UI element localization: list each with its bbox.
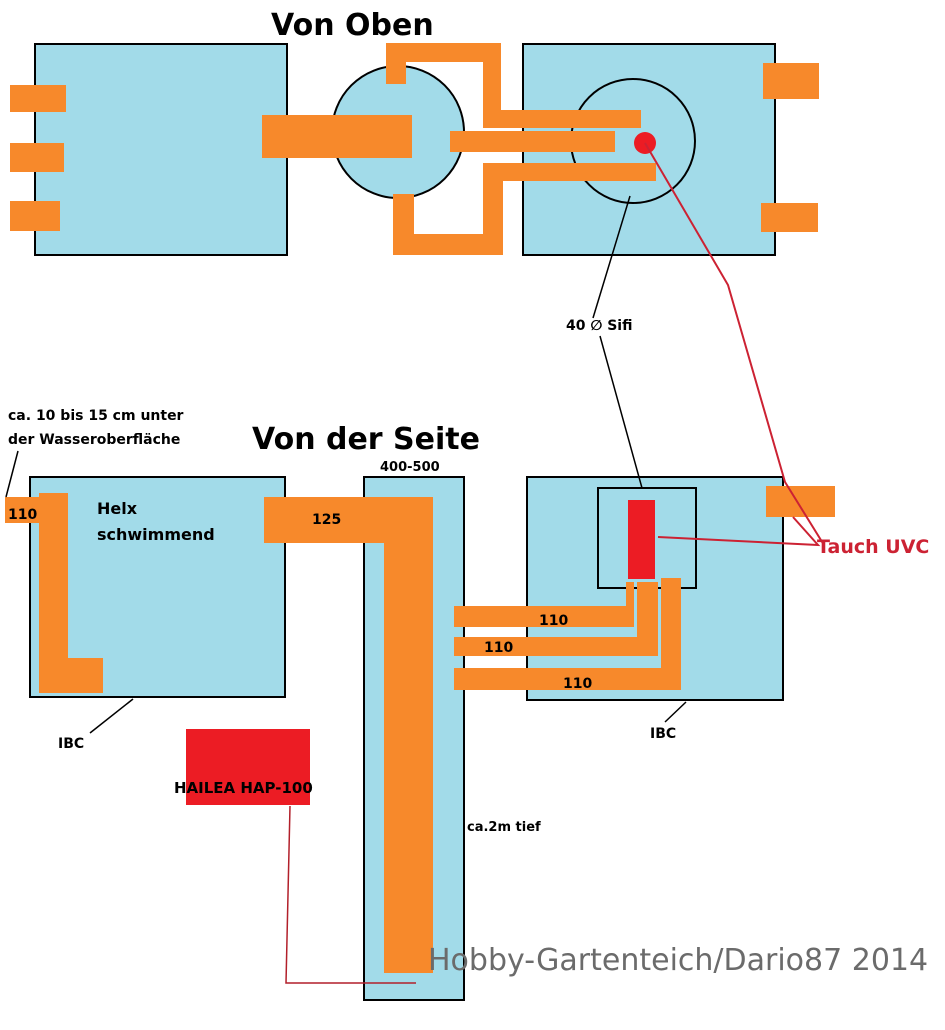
top-left-tank (34, 43, 288, 256)
top-outlet-pipe-2 (761, 203, 818, 232)
top-inlet-pipe-2 (10, 143, 64, 172)
depth-label: ca.2m tief (467, 820, 541, 835)
helix-label-line1: Helx (97, 499, 138, 518)
top-lower-u-pipe (393, 163, 656, 255)
top-middle-pipe (450, 131, 615, 152)
top-inlet-pipe-1 (10, 85, 66, 112)
uvc-pointer (657, 516, 821, 547)
title-top-view: Von Oben (271, 8, 434, 43)
depth-note-line1: ca. 10 bis 15 cm unter (8, 408, 184, 424)
pipe-110-c-label: 110 (563, 676, 592, 692)
uvc-cable (644, 142, 825, 546)
uvc-label: Tauch UVC (817, 536, 929, 558)
helix-l-pipe (39, 493, 103, 693)
inlet-size-label: 110 (8, 507, 37, 523)
shaft-size-label: 400-500 (380, 460, 440, 475)
ibc-left-leader (89, 698, 134, 734)
sifi-leader-line-upper (592, 195, 631, 319)
left-inlet-pipe-110 (5, 497, 42, 523)
pipe-110-b-label: 110 (484, 640, 513, 656)
sifi-label: 40 ∅ Sifi (566, 318, 632, 334)
depth-note-line2: der Wasseroberfläche (8, 432, 180, 448)
top-view (10, 43, 819, 319)
return-pipe-110-c (454, 578, 681, 690)
air-pump (186, 729, 310, 805)
pipe-125-label: 125 (312, 512, 341, 528)
side-view (5, 142, 835, 1001)
return-pipe-110-a (454, 582, 634, 627)
top-connector-pipe-125 (262, 115, 412, 158)
title-side-view: Von der Seite (252, 422, 480, 457)
helix-label-line2: schwimmend (97, 525, 215, 544)
pipe-110-a-label: 110 (539, 613, 568, 629)
watermark: Hobby-Gartenteich/Dario87 2014 (428, 943, 928, 978)
ibc-right-label: IBC (650, 726, 676, 742)
return-pipe-110-b (454, 582, 658, 656)
sifi-leader-line-lower (599, 335, 643, 489)
depth-note-leader (5, 450, 19, 498)
ibc-left-label: IBC (58, 736, 84, 752)
top-upper-u-pipe (386, 43, 641, 128)
air-hose (285, 805, 416, 984)
top-outlet-pipe-1 (763, 63, 819, 99)
ibc-right-leader (664, 701, 687, 723)
uvc-device (628, 500, 655, 579)
pump-label: HAILEA HAP-100 (174, 779, 313, 797)
top-inlet-pipe-3 (10, 201, 60, 231)
right-outlet-pipe (766, 486, 835, 517)
connector-pipe-125-and-riser (264, 497, 433, 973)
